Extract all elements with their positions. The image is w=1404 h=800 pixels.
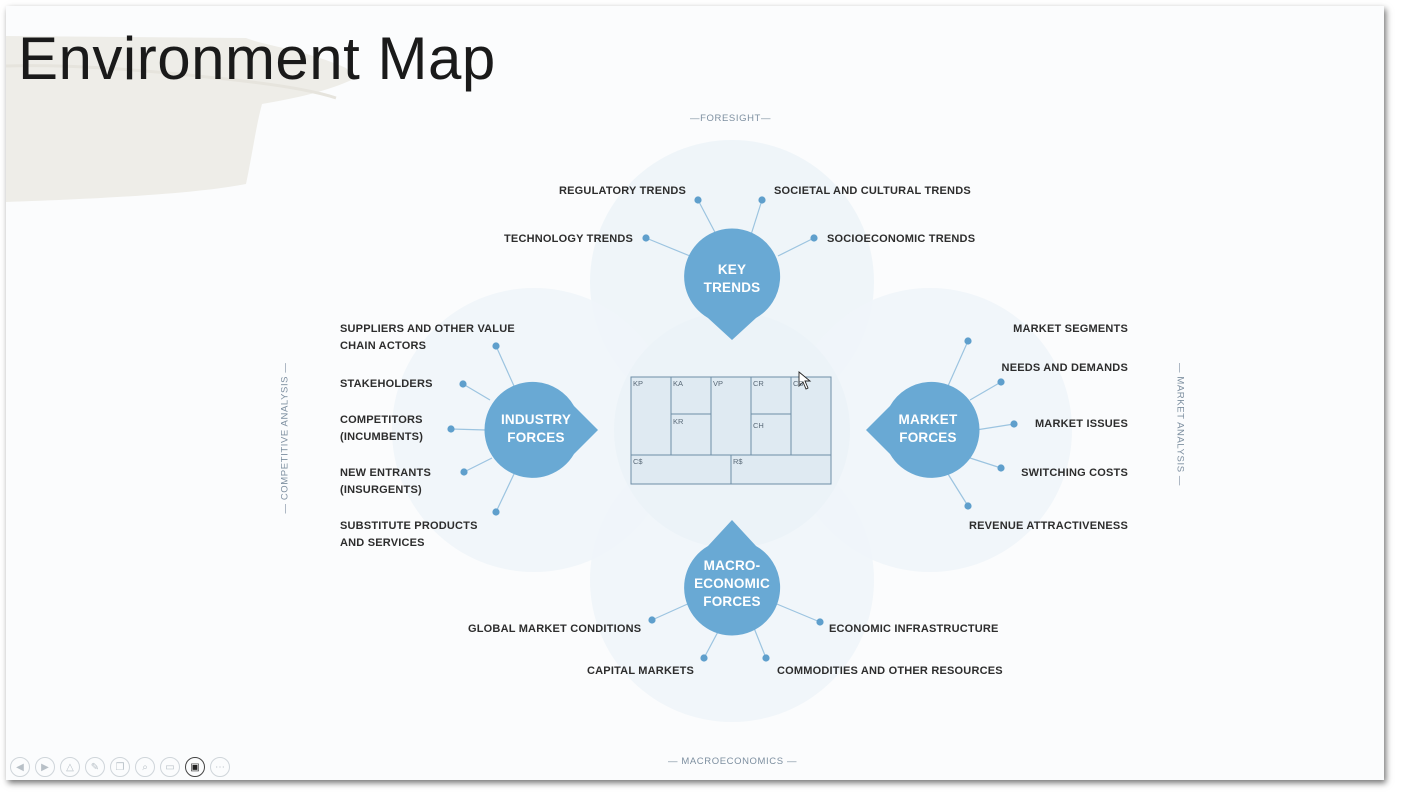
axis-top-foresight: —FORESIGHT—: [690, 113, 772, 124]
brush-stroke-decoration: [6, 36, 356, 202]
label-revenue-attractiveness: REVENUE ATTRACTIVENESS: [968, 520, 1128, 532]
canvas-cell-ka: KA: [673, 379, 684, 388]
camera-icon[interactable]: ▣: [185, 757, 205, 777]
label-needs-demands: NEEDS AND DEMANDS: [1001, 362, 1128, 374]
dot-socioeconomic: [810, 234, 818, 242]
axis-bottom-macroeconomics: — MACROECONOMICS —: [668, 756, 798, 767]
axis-right-market-analysis: — MARKET ANALYSIS —: [1174, 363, 1186, 486]
label-competitors: COMPETITORS (INCUMBENTS): [340, 414, 424, 443]
label-new-entrants: NEW ENTRANTS (INSURGENTS): [340, 467, 432, 496]
dot-global: [648, 616, 656, 624]
slide-title: Environment Map: [18, 25, 496, 92]
dot-infrastructure: [816, 618, 824, 626]
label-technology-trends: TECHNOLOGY TRENDS: [504, 233, 634, 245]
dot-substitutes: [492, 508, 500, 516]
more-icon[interactable]: ⋯: [210, 757, 230, 777]
canvas-cell-kr: KR: [673, 417, 684, 426]
label-capital-markets: CAPITAL MARKETS: [587, 665, 695, 677]
hub-market-forces: MARKET FORCES: [898, 412, 958, 445]
canvas-cell-vp: VP: [713, 379, 724, 388]
hub-industry-forces-shape: [484, 381, 598, 478]
dot-competitors: [447, 425, 455, 433]
dot-societal: [758, 196, 766, 204]
dot-segments: [964, 337, 972, 345]
label-regulatory-trends: REGULATORY TRENDS: [559, 185, 687, 197]
hub-market-forces-shape: [866, 381, 980, 478]
hub-key-trends-shape: [684, 228, 781, 340]
copy-icon[interactable]: ❐: [110, 757, 130, 777]
hub-key-trends: KEY TRENDS: [703, 262, 761, 295]
dot-new-entrants: [460, 468, 468, 476]
label-stakeholders: STAKEHOLDERS: [340, 378, 433, 390]
label-switching-costs: SWITCHING COSTS: [1021, 467, 1128, 479]
dot-issues: [1010, 420, 1018, 428]
dot-switching: [997, 464, 1005, 472]
mouse-cursor-icon: [798, 371, 812, 390]
environment-map-diagram: [392, 140, 1072, 722]
label-commodities: COMMODITIES AND OTHER RESOURCES: [777, 665, 1003, 677]
screen-icon[interactable]: ▭: [160, 757, 180, 777]
canvas-cell-cr: CR: [753, 379, 764, 388]
dot-stakeholders: [459, 380, 467, 388]
label-societal-cultural-trends: SOCIETAL AND CULTURAL TRENDS: [774, 185, 971, 197]
presentation-toolbar: ◀ ▶ △ ✎ ❐ ⌕ ▭ ▣ ⋯: [10, 757, 230, 777]
axis-left-competitive-analysis: — COMPETITIVE ANALYSIS —: [279, 362, 291, 514]
label-market-segments: MARKET SEGMENTS: [1013, 323, 1128, 335]
dot-technology: [642, 234, 650, 242]
slide: Environment Map: [6, 6, 1384, 780]
dot-needs: [997, 378, 1005, 386]
label-substitutes: SUBSTITUTE PRODUCTS AND SERVICES: [340, 520, 478, 549]
hub-macro-forces-shape: [684, 520, 781, 636]
next-icon[interactable]: ▶: [35, 757, 55, 777]
prev-icon[interactable]: ◀: [10, 757, 30, 777]
label-economic-infrastructure: ECONOMIC INFRASTRUCTURE: [829, 623, 999, 635]
hub-industry-forces: INDUSTRY FORCES: [500, 412, 572, 445]
label-market-issues: MARKET ISSUES: [1034, 418, 1128, 430]
label-suppliers: SUPPLIERS AND OTHER VALUE CHAIN ACTORS: [340, 323, 515, 352]
canvas-cell-ch: CH: [753, 421, 764, 430]
canvas-cell-revenue-streams: R$: [733, 457, 743, 466]
home-icon[interactable]: △: [60, 757, 80, 777]
dot-revenue: [964, 502, 972, 510]
dot-suppliers: [492, 342, 500, 350]
hub-macro-forces: MACRO- ECONOMIC FORCES: [694, 558, 770, 609]
pen-icon[interactable]: ✎: [85, 757, 105, 777]
dot-commodities: [762, 654, 770, 662]
label-global-market-conditions: GLOBAL MARKET CONDITIONS: [468, 623, 642, 635]
dot-regulatory: [694, 196, 702, 204]
label-socioeconomic-trends: SOCIOECONOMIC TRENDS: [827, 233, 976, 245]
canvas-cell-cs: CS: [793, 379, 804, 388]
canvas-cell-kp: KP: [633, 379, 644, 388]
dot-capital: [700, 654, 708, 662]
business-model-canvas: [630, 376, 832, 485]
zoom-icon[interactable]: ⌕: [135, 757, 155, 777]
canvas-cell-cost-structure: C$: [633, 457, 643, 466]
